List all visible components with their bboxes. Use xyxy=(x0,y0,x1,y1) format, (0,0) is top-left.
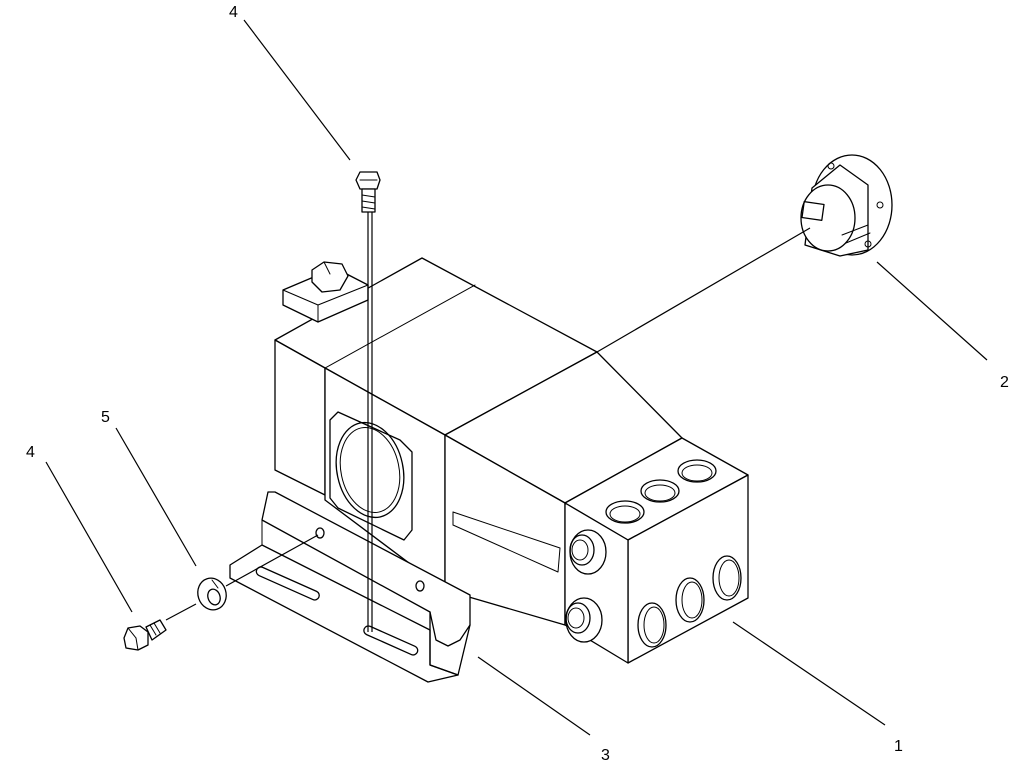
bracket-hole-2 xyxy=(415,580,425,592)
hub-keyway xyxy=(801,201,825,221)
shaft-hub xyxy=(800,154,893,257)
side-bolt-shank xyxy=(145,619,167,641)
valve-plug-front-1 xyxy=(637,602,667,648)
crankcase-front-face xyxy=(274,339,326,496)
leader-3 xyxy=(477,656,591,736)
hub-hole-right xyxy=(876,201,884,209)
leader-5 xyxy=(115,427,197,567)
valve-plug-top-1 xyxy=(605,500,645,524)
valve-plug-top-2 xyxy=(640,479,680,503)
valve-plug-top-3 xyxy=(677,459,717,483)
callout-5: 5 xyxy=(101,409,110,426)
leader-lines xyxy=(45,19,988,736)
hub-bore xyxy=(800,184,856,252)
lock-washer xyxy=(197,577,227,611)
leader-4-top xyxy=(243,19,351,161)
pump-body xyxy=(274,257,749,664)
callout-2: 2 xyxy=(1000,374,1009,391)
bracket-slot-right xyxy=(363,625,419,656)
washer-inner xyxy=(207,588,221,606)
bracket-hole-1 xyxy=(315,527,325,539)
leader-1 xyxy=(732,621,886,726)
callouts: 1 2 3 4 4 5 xyxy=(26,4,1009,764)
callout-4-top: 4 xyxy=(229,4,238,21)
valve-plug-front-2 xyxy=(675,577,705,623)
callout-4-side: 4 xyxy=(26,444,35,461)
top-bolt xyxy=(355,171,381,213)
leader-4-side xyxy=(45,461,133,613)
leader-2 xyxy=(876,261,988,361)
hub-hole-bottom xyxy=(864,240,872,248)
side-bolt xyxy=(123,619,167,651)
assembly-lines xyxy=(165,212,811,632)
callout-1: 1 xyxy=(894,738,903,755)
callout-3: 3 xyxy=(601,747,610,764)
inspection-cover xyxy=(329,411,413,541)
valve-plug-front-3 xyxy=(712,555,742,601)
hub-hole-top xyxy=(827,162,835,170)
